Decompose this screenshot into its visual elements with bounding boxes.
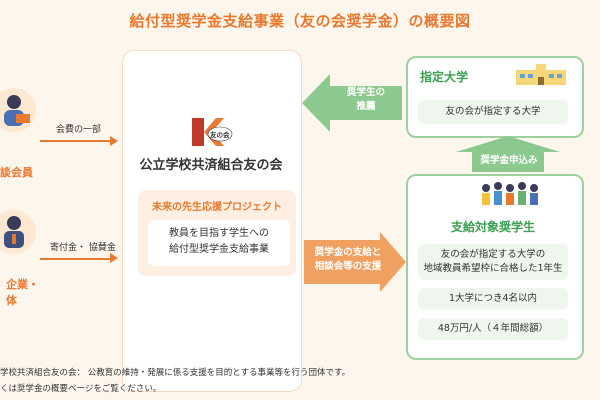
support-line-1: 奨学金の支給と <box>314 247 382 258</box>
students-title: 支給対象奨学生 <box>450 220 535 234</box>
recommend-line-1: 奨学生の <box>346 87 385 98</box>
footnote-2: くは奨学金の概要ページをご覧ください。 <box>0 384 162 394</box>
corporate-fee-label: 寄付金・ 協賛金 <box>50 243 116 253</box>
corporate-label-2: 体 <box>6 294 17 307</box>
corporate-label-1: 企業・ <box>6 278 39 291</box>
business-person-icon <box>4 216 24 248</box>
project-line-2: 給付型奨学金支給事業 <box>169 244 269 255</box>
page-title: 給付型奨学金支給事業（友の会奨学金）の概要図 <box>129 12 471 30</box>
students-eligibility: 友の会が指定する大学の 地域教員希望枠に合格した1年生 <box>418 244 568 280</box>
students-icon <box>482 182 538 205</box>
support-line-2: 相談会等の支援 <box>314 261 382 272</box>
project-line-1: 教員を目指す学生への <box>169 228 269 239</box>
students-amount: 48万円/人（４年間総額） <box>418 318 568 340</box>
students-illustration <box>478 180 542 218</box>
recommend-arrow <box>302 72 402 138</box>
organization-logo: 友の会 <box>190 116 234 152</box>
corporate-illustration <box>0 210 36 254</box>
logo-icon <box>192 118 233 146</box>
member-label: 談会員 <box>0 166 33 179</box>
eligibility-line-2: 地域教員希望枠に合格した1年生 <box>423 263 563 274</box>
footnote-1: 学校共済組合友の会： 公教育の維持・発展に係る支援を目的とする事業等を行う団体で… <box>0 368 351 378</box>
member-illustration <box>0 88 36 132</box>
university-box <box>406 56 584 138</box>
recommend-label: 奨学生の 推薦 <box>336 86 396 114</box>
school-building-icon <box>514 62 568 90</box>
organization-name: 公立学校共済組合友の会 <box>139 158 283 173</box>
member-arrowhead <box>110 136 118 146</box>
project-description: 教員を目指す学生への 給付型奨学金支給事業 <box>148 220 290 266</box>
support-arrow <box>304 232 406 296</box>
member-fee-label: 会費の一部 <box>56 125 102 135</box>
member-arrow-line <box>40 140 110 142</box>
apply-arrow <box>456 136 560 176</box>
project-title: 未来の先生応援プロジェクト <box>152 202 282 213</box>
support-label: 奨学金の支給と 相談会等の支援 <box>308 246 388 274</box>
students-quota: 1大学につき4名以内 <box>418 288 568 310</box>
eligibility-line-1: 友の会が指定する大学の <box>440 249 546 260</box>
university-description: 友の会が指定する大学 <box>418 100 568 124</box>
person-icon <box>4 95 30 126</box>
apply-label: 奨学金申込み <box>480 155 538 166</box>
corporate-arrowhead <box>110 253 118 263</box>
logo-text: 友の会 <box>210 131 230 139</box>
corporate-arrow-line <box>40 258 110 260</box>
recommend-line-2: 推薦 <box>356 101 376 112</box>
university-title: 指定大学 <box>420 70 469 84</box>
